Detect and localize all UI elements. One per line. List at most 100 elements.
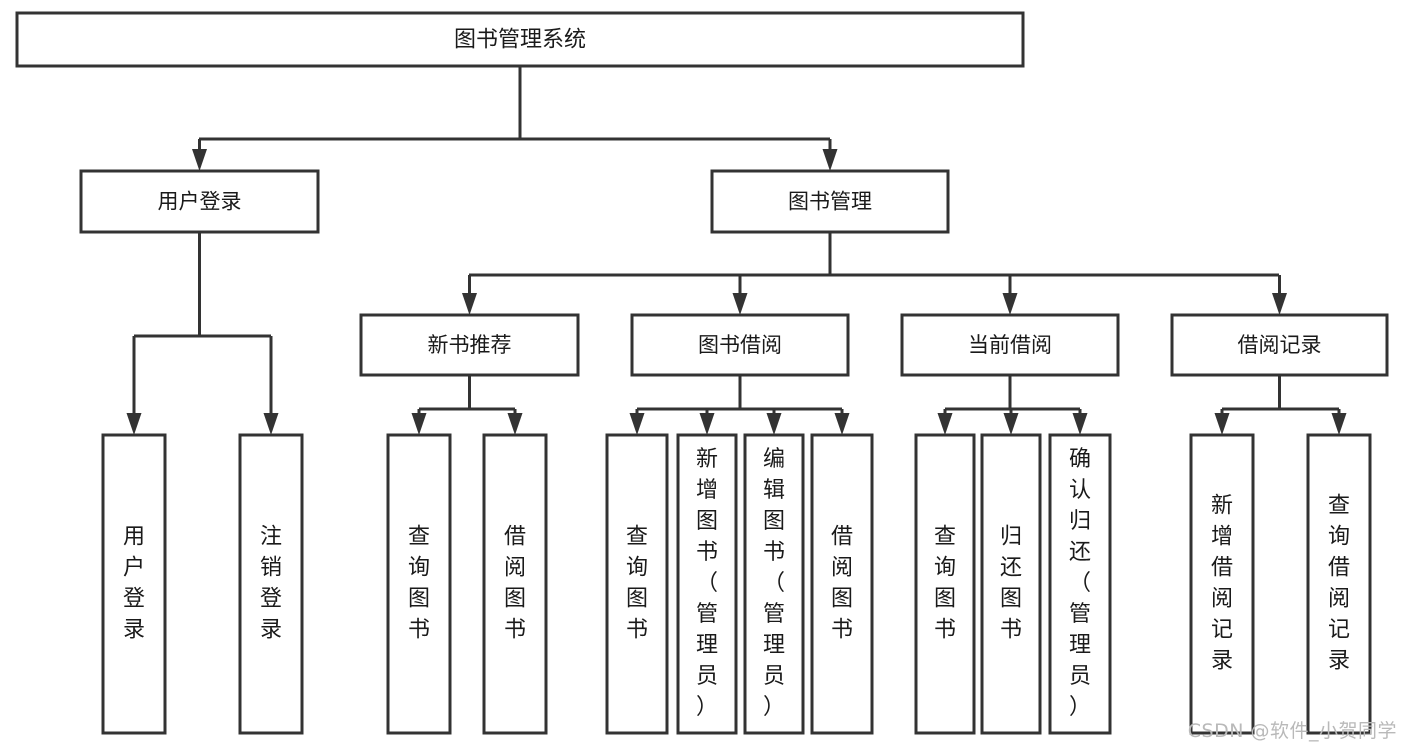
node-label-char: 员 (1069, 664, 1091, 689)
node-label-char: 记 (1328, 618, 1350, 643)
node-label-char: 阅 (504, 556, 526, 581)
node-label-char: 询 (1328, 525, 1350, 550)
node-leaf-user-login[interactable]: 用户登录用户登录 (101, 433, 167, 735)
node-leaf-return-book[interactable]: 归还图书归还图书 (980, 433, 1042, 735)
node-label-char: 增 (696, 478, 718, 503)
node-label-char: 询 (626, 556, 648, 581)
node-label-char: 书 (934, 618, 956, 643)
node-label-char: ） (763, 695, 785, 720)
node-label-char: 员 (696, 664, 718, 689)
node-label-char: 新 (1211, 494, 1233, 519)
node-label-char: 书 (1000, 618, 1022, 643)
node-label-char: ） (1069, 695, 1091, 720)
node-label-char: 借 (504, 525, 526, 550)
node-label-char: 书 (504, 618, 526, 643)
node-leaf-borrow-book-1[interactable]: 借阅图书借阅图书 (482, 433, 548, 735)
node-leaf-query-book-1[interactable]: 查询图书查询图书 (386, 433, 452, 735)
node-label-char: 户 (123, 556, 145, 581)
node-label-char: 询 (934, 556, 956, 581)
node-label-char: 确 (1069, 447, 1091, 472)
node-leaf-add-record[interactable]: 新增借阅记录新增借阅记录 (1189, 433, 1255, 735)
node-borrow-record[interactable]: 借阅记录 (1170, 313, 1389, 377)
node-label-char: （ (696, 571, 718, 596)
node-label-char: 理 (763, 633, 785, 658)
node-leaf-borrow-book-2[interactable]: 借阅图书借阅图书 (810, 433, 874, 735)
connector-group-new-book-rec (411, 375, 523, 435)
node-label-char: 借 (1211, 556, 1233, 581)
node-label-char: 图 (934, 587, 956, 612)
node-label-char: 录 (1211, 649, 1233, 674)
node-label-char: 理 (696, 633, 718, 658)
node-label: 图书管理 (788, 190, 872, 214)
node-label-char: 图 (626, 587, 648, 612)
node-label-char: 记 (1211, 618, 1233, 643)
node-label-char: 书 (696, 540, 718, 565)
node-label-char: 理 (1069, 633, 1091, 658)
connector-group-borrow-record (1214, 375, 1347, 435)
node-label-char: 借 (1328, 556, 1350, 581)
node-leaf-logout[interactable]: 注销登录注销登录 (238, 433, 304, 735)
node-current-borrow[interactable]: 当前借阅 (900, 313, 1120, 377)
node-leaf-query-book-3[interactable]: 查询图书查询图书 (914, 433, 976, 735)
node-label-char: 录 (1328, 649, 1350, 674)
node-label-char: 管 (763, 602, 785, 627)
node-label-char: 图 (696, 509, 718, 534)
node-label-char: 登 (123, 587, 145, 612)
node-label-char: 编 (763, 447, 785, 472)
node-label-char: 归 (1000, 525, 1022, 550)
node-label: 借阅记录 (1238, 333, 1322, 357)
node-label-char: 图 (831, 587, 853, 612)
node-label-char: 登 (260, 587, 282, 612)
node-leaf-query-book-2[interactable]: 查询图书查询图书 (605, 433, 669, 735)
node-label-char: 书 (408, 618, 430, 643)
node-book-manage[interactable]: 图书管理 (710, 169, 950, 234)
node-label-char: 书 (831, 618, 853, 643)
node-label-char: 图 (504, 587, 526, 612)
connector-group-book-borrow (629, 375, 850, 435)
node-label-char: 录 (260, 618, 282, 643)
connector-group-current-borrow (937, 375, 1088, 435)
node-new-book-rec[interactable]: 新书推荐 (359, 313, 580, 377)
node-user-login[interactable]: 用户登录 (79, 169, 320, 234)
node-label-char: 录 (123, 618, 145, 643)
connector-group-root (192, 66, 838, 171)
connector-group-book-manage (462, 232, 1287, 315)
node-label-char: 归 (1069, 509, 1091, 534)
node-label-char: 书 (763, 540, 785, 565)
node-label-char: 阅 (1328, 587, 1350, 612)
node-book-borrow[interactable]: 图书借阅 (630, 313, 850, 377)
node-label-char: 销 (260, 556, 282, 581)
node-label-char: 管 (1069, 602, 1091, 627)
node-leaf-query-record[interactable]: 查询借阅记录查询借阅记录 (1306, 433, 1372, 735)
node-label-char: 图 (408, 587, 430, 612)
node-label-char: 书 (626, 618, 648, 643)
node-label-char: 询 (408, 556, 430, 581)
node-label-char: 注 (260, 525, 282, 550)
node-root[interactable]: 图书管理系统 (15, 11, 1025, 68)
node-label-char: 阅 (831, 556, 853, 581)
node-label-char: 查 (1328, 494, 1350, 519)
node-label-char: 还 (1000, 556, 1022, 581)
connectors-layer (126, 66, 1347, 435)
node-label-char: 辑 (763, 478, 785, 503)
node-label: 用户登录 (158, 190, 242, 214)
node-label-char: 增 (1211, 525, 1233, 550)
node-label-char: 用 (123, 525, 145, 550)
node-label-char: 阅 (1211, 587, 1233, 612)
node-label-char: 员 (763, 664, 785, 689)
nodes-layer: 图书管理系统用户登录图书管理新书推荐图书借阅当前借阅借阅记录用户登录用户登录注销… (15, 11, 1389, 735)
node-label-char: 还 (1069, 540, 1091, 565)
node-label-char: 查 (408, 525, 430, 550)
node-label: 图书借阅 (698, 333, 782, 357)
node-label-char: 借 (831, 525, 853, 550)
node-label-char: 图 (763, 509, 785, 534)
node-label-char: 查 (626, 525, 648, 550)
node-label-char: 图 (1000, 587, 1022, 612)
node-label-char: （ (763, 571, 785, 596)
watermark-text: CSDN @软件_小贺同学 (1187, 720, 1397, 742)
